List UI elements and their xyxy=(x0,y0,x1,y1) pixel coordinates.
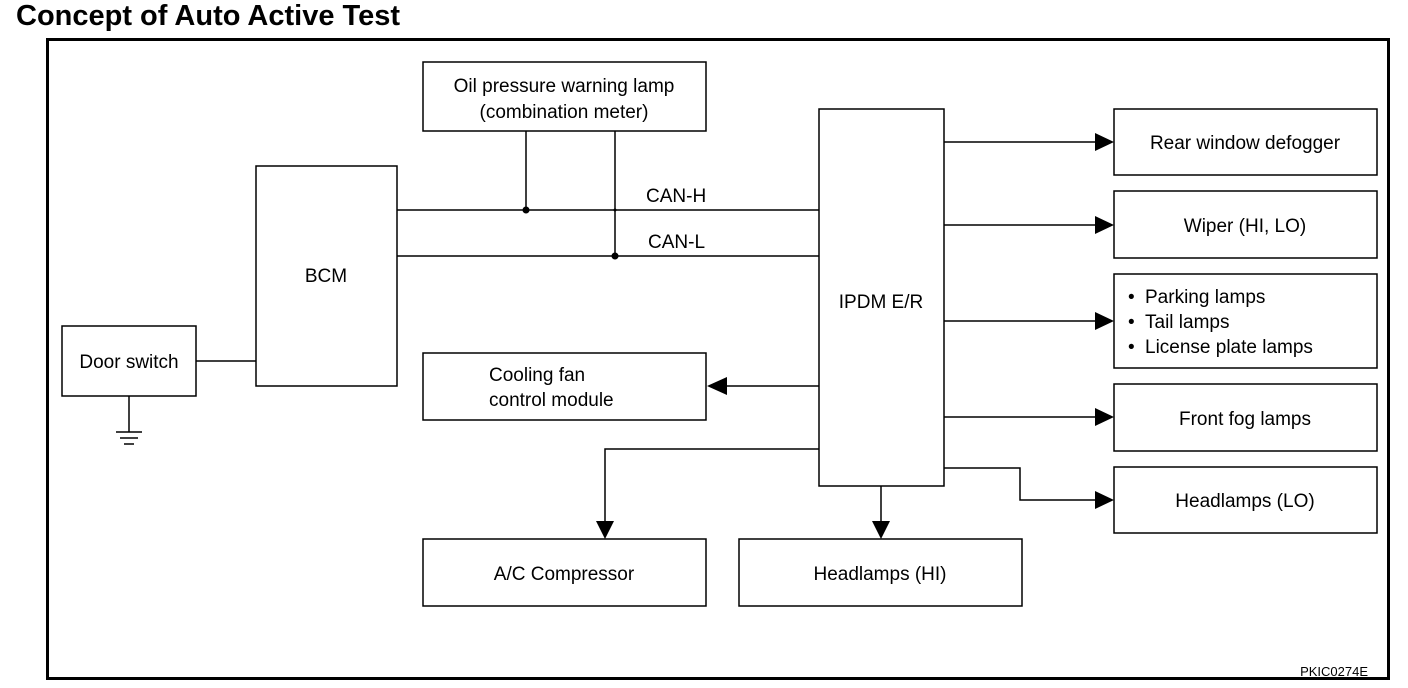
arrow-right-icon xyxy=(1095,133,1114,151)
figure-id: PKIC0274E xyxy=(1300,664,1368,679)
arrow-right-icon xyxy=(1095,216,1114,234)
junction-dot xyxy=(522,206,530,214)
bcm-label: BCM xyxy=(305,266,347,287)
wiper-label: Wiper (HI, LO) xyxy=(1184,216,1306,237)
oil-lamp-block xyxy=(422,61,707,132)
headlamps-lo-block xyxy=(1113,466,1378,534)
tail-lamps-label: Tail lamps xyxy=(1145,312,1229,333)
arrow-right-icon xyxy=(1095,491,1114,509)
cooling-fan-label-line1: Cooling fan xyxy=(489,365,585,386)
arrow-right-icon xyxy=(1095,408,1114,426)
rear-defogger-label: Rear window defogger xyxy=(1150,133,1341,154)
front-fog-block xyxy=(1113,383,1378,452)
headlamps-hi-label: Headlamps (HI) xyxy=(813,564,946,585)
front-fog-label: Front fog lamps xyxy=(1179,409,1311,430)
parking-lamps-label: Parking lamps xyxy=(1145,287,1265,308)
ipdm-block xyxy=(818,108,945,487)
wiper-block xyxy=(1113,190,1378,259)
junction-dot xyxy=(611,252,619,260)
bullet: • xyxy=(1128,287,1135,308)
ground-icon xyxy=(116,431,142,445)
arrow-down-icon xyxy=(596,521,614,539)
arrow-down-icon xyxy=(872,521,890,539)
can-h-label: CAN-H xyxy=(646,186,706,207)
diagram-frame xyxy=(46,38,1390,680)
cooling-fan-block xyxy=(422,352,707,421)
can-l-label: CAN-L xyxy=(648,232,705,253)
license-plate-lamps-label: License plate lamps xyxy=(1145,337,1313,358)
ac-compressor-block xyxy=(422,538,707,607)
page-title: Concept of Auto Active Test xyxy=(16,0,400,32)
bullet: • xyxy=(1128,312,1135,333)
headlamps-lo-wire xyxy=(944,467,1096,501)
ac-compressor-wire xyxy=(604,448,819,521)
bullet: • xyxy=(1128,337,1135,358)
lamps-group-block xyxy=(1113,273,1378,369)
headlamps-hi-block xyxy=(738,538,1023,607)
arrow-right-icon xyxy=(1095,312,1114,330)
arrow-left-icon xyxy=(707,377,727,395)
door-switch-block xyxy=(61,325,197,397)
bcm-block xyxy=(255,165,398,387)
oil-lamp-label-line2: (combination meter) xyxy=(480,102,649,123)
crossing-dot xyxy=(613,208,617,212)
door-switch-label: Door switch xyxy=(79,352,178,373)
ipdm-label: IPDM E/R xyxy=(839,292,923,313)
oil-lamp-label-line1: Oil pressure warning lamp xyxy=(454,76,675,97)
cooling-fan-label-line2: control module xyxy=(489,390,614,411)
headlamps-lo-label: Headlamps (LO) xyxy=(1175,491,1314,512)
rear-defogger-block xyxy=(1113,108,1378,176)
ac-compressor-label: A/C Compressor xyxy=(494,564,635,585)
